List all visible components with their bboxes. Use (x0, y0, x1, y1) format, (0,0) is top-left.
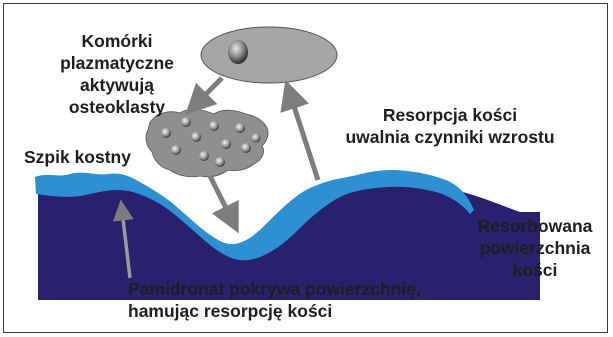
arrow-osteoclast-to-pit (210, 176, 232, 220)
plasma-cell (201, 27, 337, 83)
label-plasma-cells-line: aktywują (52, 74, 182, 96)
label-growth-factors-line: Resorpcja kości (325, 104, 575, 126)
label-growth-factors: Resorpcja kości uwalnia czynniki wzrostu (325, 104, 575, 148)
osteoclast-cell (146, 109, 268, 177)
label-plasma-cells-line: Komórki (52, 30, 182, 52)
arrow-pit-to-plasma (290, 94, 318, 180)
label-bone-marrow-text: Szpik kostny (24, 147, 131, 167)
label-pamidronate-line: hamując resorpcję kości (128, 300, 421, 322)
label-resorbed-surface-line: powierzchnia (470, 237, 600, 259)
label-plasma-cells-line: osteoklasty (52, 96, 182, 118)
label-bone-marrow: Szpik kostny (24, 146, 131, 168)
label-pamidronate-line: Pamidronat pokrywa powierzchnię, (128, 278, 421, 300)
label-resorbed-surface-line: kości (470, 259, 600, 281)
plasma-cell-nucleus (228, 40, 248, 64)
label-resorbed-surface: Resorbowana powierzchnia kości (470, 215, 600, 281)
label-plasma-cells: Komórki plazmatyczne aktywują osteoklast… (52, 30, 182, 118)
arrow-plasma-to-osteoclast (196, 78, 222, 104)
label-resorbed-surface-line: Resorbowana (470, 215, 600, 237)
label-growth-factors-line: uwalnia czynniki wzrostu (325, 126, 575, 148)
label-plasma-cells-line: plazmatyczne (52, 52, 182, 74)
label-pamidronate: Pamidronat pokrywa powierzchnię, hamując… (128, 278, 421, 322)
